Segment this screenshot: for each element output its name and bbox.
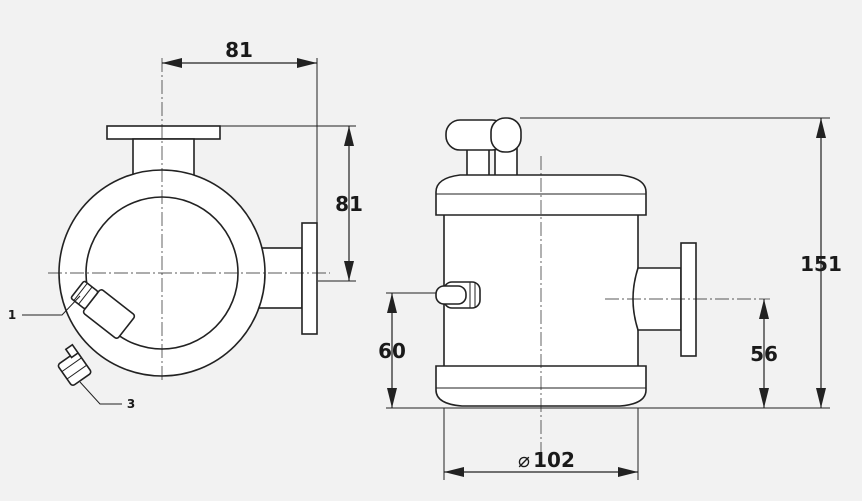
top-flange-plate — [106, 125, 221, 140]
left-plug-tip — [435, 285, 467, 305]
dim-diameter-label: 102 — [533, 448, 575, 472]
callout-1-label: 1 — [8, 308, 16, 322]
side-flange-plate — [301, 222, 318, 335]
top-stub-left — [466, 146, 490, 178]
dim-right-port-label: 56 — [750, 342, 778, 366]
right-view: 151 60 56 ⌀ 102 — [378, 117, 842, 480]
elbow-cap — [490, 117, 522, 153]
left-view: 81 81 1 3 — [8, 38, 363, 411]
fitting-1 — [70, 280, 136, 339]
callout-3-leader — [79, 381, 122, 405]
callout-1-leader — [22, 295, 81, 316]
fitting-3 — [57, 343, 92, 386]
dim-width-label: 81 — [225, 38, 253, 62]
right-port-flange — [680, 242, 697, 357]
dim-left-port-label: 60 — [378, 339, 406, 363]
dim-total-height-label: 151 — [800, 252, 842, 276]
dim-height-label: 81 — [335, 192, 363, 216]
dim-diameter-symbol: ⌀ — [518, 448, 530, 472]
callout-3-label: 3 — [127, 397, 135, 411]
